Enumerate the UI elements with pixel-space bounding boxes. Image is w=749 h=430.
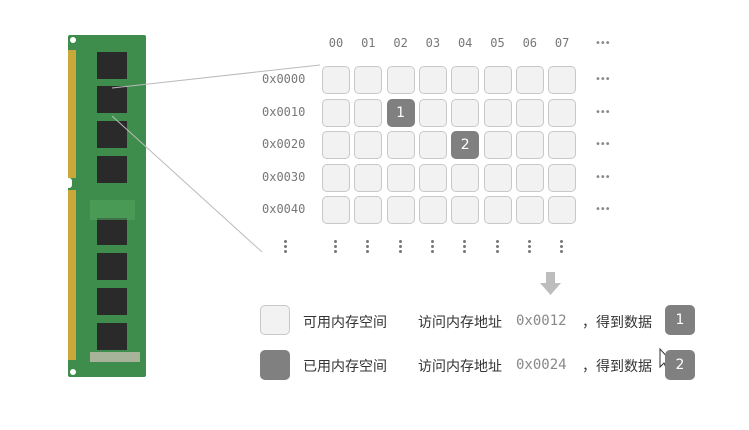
data-value-box: 2	[665, 350, 695, 380]
row-ellipsis: •••	[595, 171, 611, 183]
legend-used-label: 已用内存空间	[303, 359, 387, 375]
memory-cell	[515, 196, 544, 224]
memory-cell	[548, 98, 577, 127]
memory-cell	[418, 66, 447, 94]
row-address-label: 0x0040	[262, 202, 306, 216]
memory-cell	[483, 98, 512, 127]
vertical-ellipsis-icon	[398, 240, 403, 255]
column-header: 02	[393, 36, 408, 50]
memory-cell	[386, 131, 415, 159]
row-ellipsis: •••	[595, 204, 611, 215]
memory-cell	[451, 98, 480, 127]
memory-cell	[515, 98, 544, 127]
memory-cell	[548, 196, 577, 224]
memory-cell	[548, 163, 577, 192]
memory-cell	[548, 131, 577, 159]
column-header: 07	[554, 36, 570, 50]
vertical-ellipsis-icon	[334, 240, 338, 255]
memory-cell	[418, 196, 447, 224]
column-header: 04	[457, 36, 473, 50]
row-ellipsis: •••	[595, 74, 611, 85]
memory-cell	[354, 98, 383, 127]
pointer-line-top	[111, 64, 321, 89]
memory-cell	[418, 131, 447, 159]
legend-free-label: 可用内存空间	[303, 315, 387, 331]
vertical-ellipsis-icon	[430, 240, 435, 255]
column-header: 01	[361, 36, 376, 50]
memory-cell	[515, 163, 544, 192]
row-address-label: 0x0020	[262, 137, 306, 151]
memory-cell	[322, 196, 350, 224]
pointer-line-bottom	[111, 115, 263, 253]
memory-cell	[354, 131, 383, 159]
memory-cell: 2	[451, 131, 480, 159]
memory-cell	[483, 131, 512, 159]
memory-chip	[97, 156, 127, 183]
memory-cell	[322, 98, 350, 127]
down-arrow-icon	[540, 272, 561, 295]
memory-cell	[418, 163, 447, 192]
access-prefix: 访问内存地址	[418, 359, 502, 375]
column-header: 03	[425, 36, 441, 50]
memory-cell	[483, 196, 512, 224]
memory-cell	[354, 196, 383, 224]
column-header: 05	[490, 36, 505, 50]
vertical-ellipsis-icon	[495, 240, 500, 255]
memory-chip	[97, 86, 127, 113]
memory-cell: 1	[386, 98, 415, 127]
memory-cell	[515, 66, 544, 94]
access-prefix: 访问内存地址	[418, 315, 502, 331]
memory-chip	[97, 218, 127, 245]
memory-cell	[354, 66, 383, 94]
access-suffix: ，得到数据	[582, 315, 652, 331]
row-address-label: 0x0030	[262, 169, 306, 184]
vertical-ellipsis-icon	[560, 240, 564, 255]
memory-cell	[322, 66, 350, 94]
memory-cell	[451, 163, 480, 192]
memory-cell	[483, 66, 512, 94]
memory-cell	[354, 163, 383, 192]
vertical-ellipsis-icon	[463, 240, 467, 255]
access-address: 0x0024	[516, 357, 567, 373]
memory-cell	[322, 131, 350, 159]
memory-cell	[386, 163, 415, 192]
memory-cell	[386, 66, 415, 94]
memory-cell	[386, 196, 415, 224]
memory-chip	[97, 253, 127, 280]
memory-cell	[451, 66, 480, 94]
data-value-box: 1	[665, 305, 695, 335]
column-ellipsis: •••	[595, 38, 611, 49]
memory-cell	[322, 163, 350, 192]
memory-chip	[97, 323, 127, 350]
row-ellipsis: •••	[595, 139, 611, 150]
vertical-ellipsis-icon	[284, 240, 288, 255]
memory-chip	[97, 52, 127, 79]
legend-used-swatch	[260, 350, 290, 380]
access-address: 0x0012	[516, 313, 567, 329]
row-address-label: 0x0010	[262, 104, 306, 119]
vertical-ellipsis-icon	[366, 240, 370, 255]
memory-cell	[548, 66, 577, 94]
memory-cell	[418, 98, 447, 127]
legend-free-swatch	[260, 305, 290, 335]
memory-cell	[483, 163, 512, 192]
ram-stick	[66, 35, 146, 377]
memory-cell	[451, 196, 480, 224]
access-suffix: ，得到数据	[582, 359, 652, 375]
column-header: 00	[328, 36, 344, 50]
memory-chip	[97, 288, 127, 315]
row-address-label: 0x0000	[262, 72, 306, 86]
row-ellipsis: •••	[595, 106, 611, 118]
column-header: 06	[522, 36, 538, 50]
memory-cell	[515, 131, 544, 159]
vertical-ellipsis-icon	[527, 240, 532, 255]
